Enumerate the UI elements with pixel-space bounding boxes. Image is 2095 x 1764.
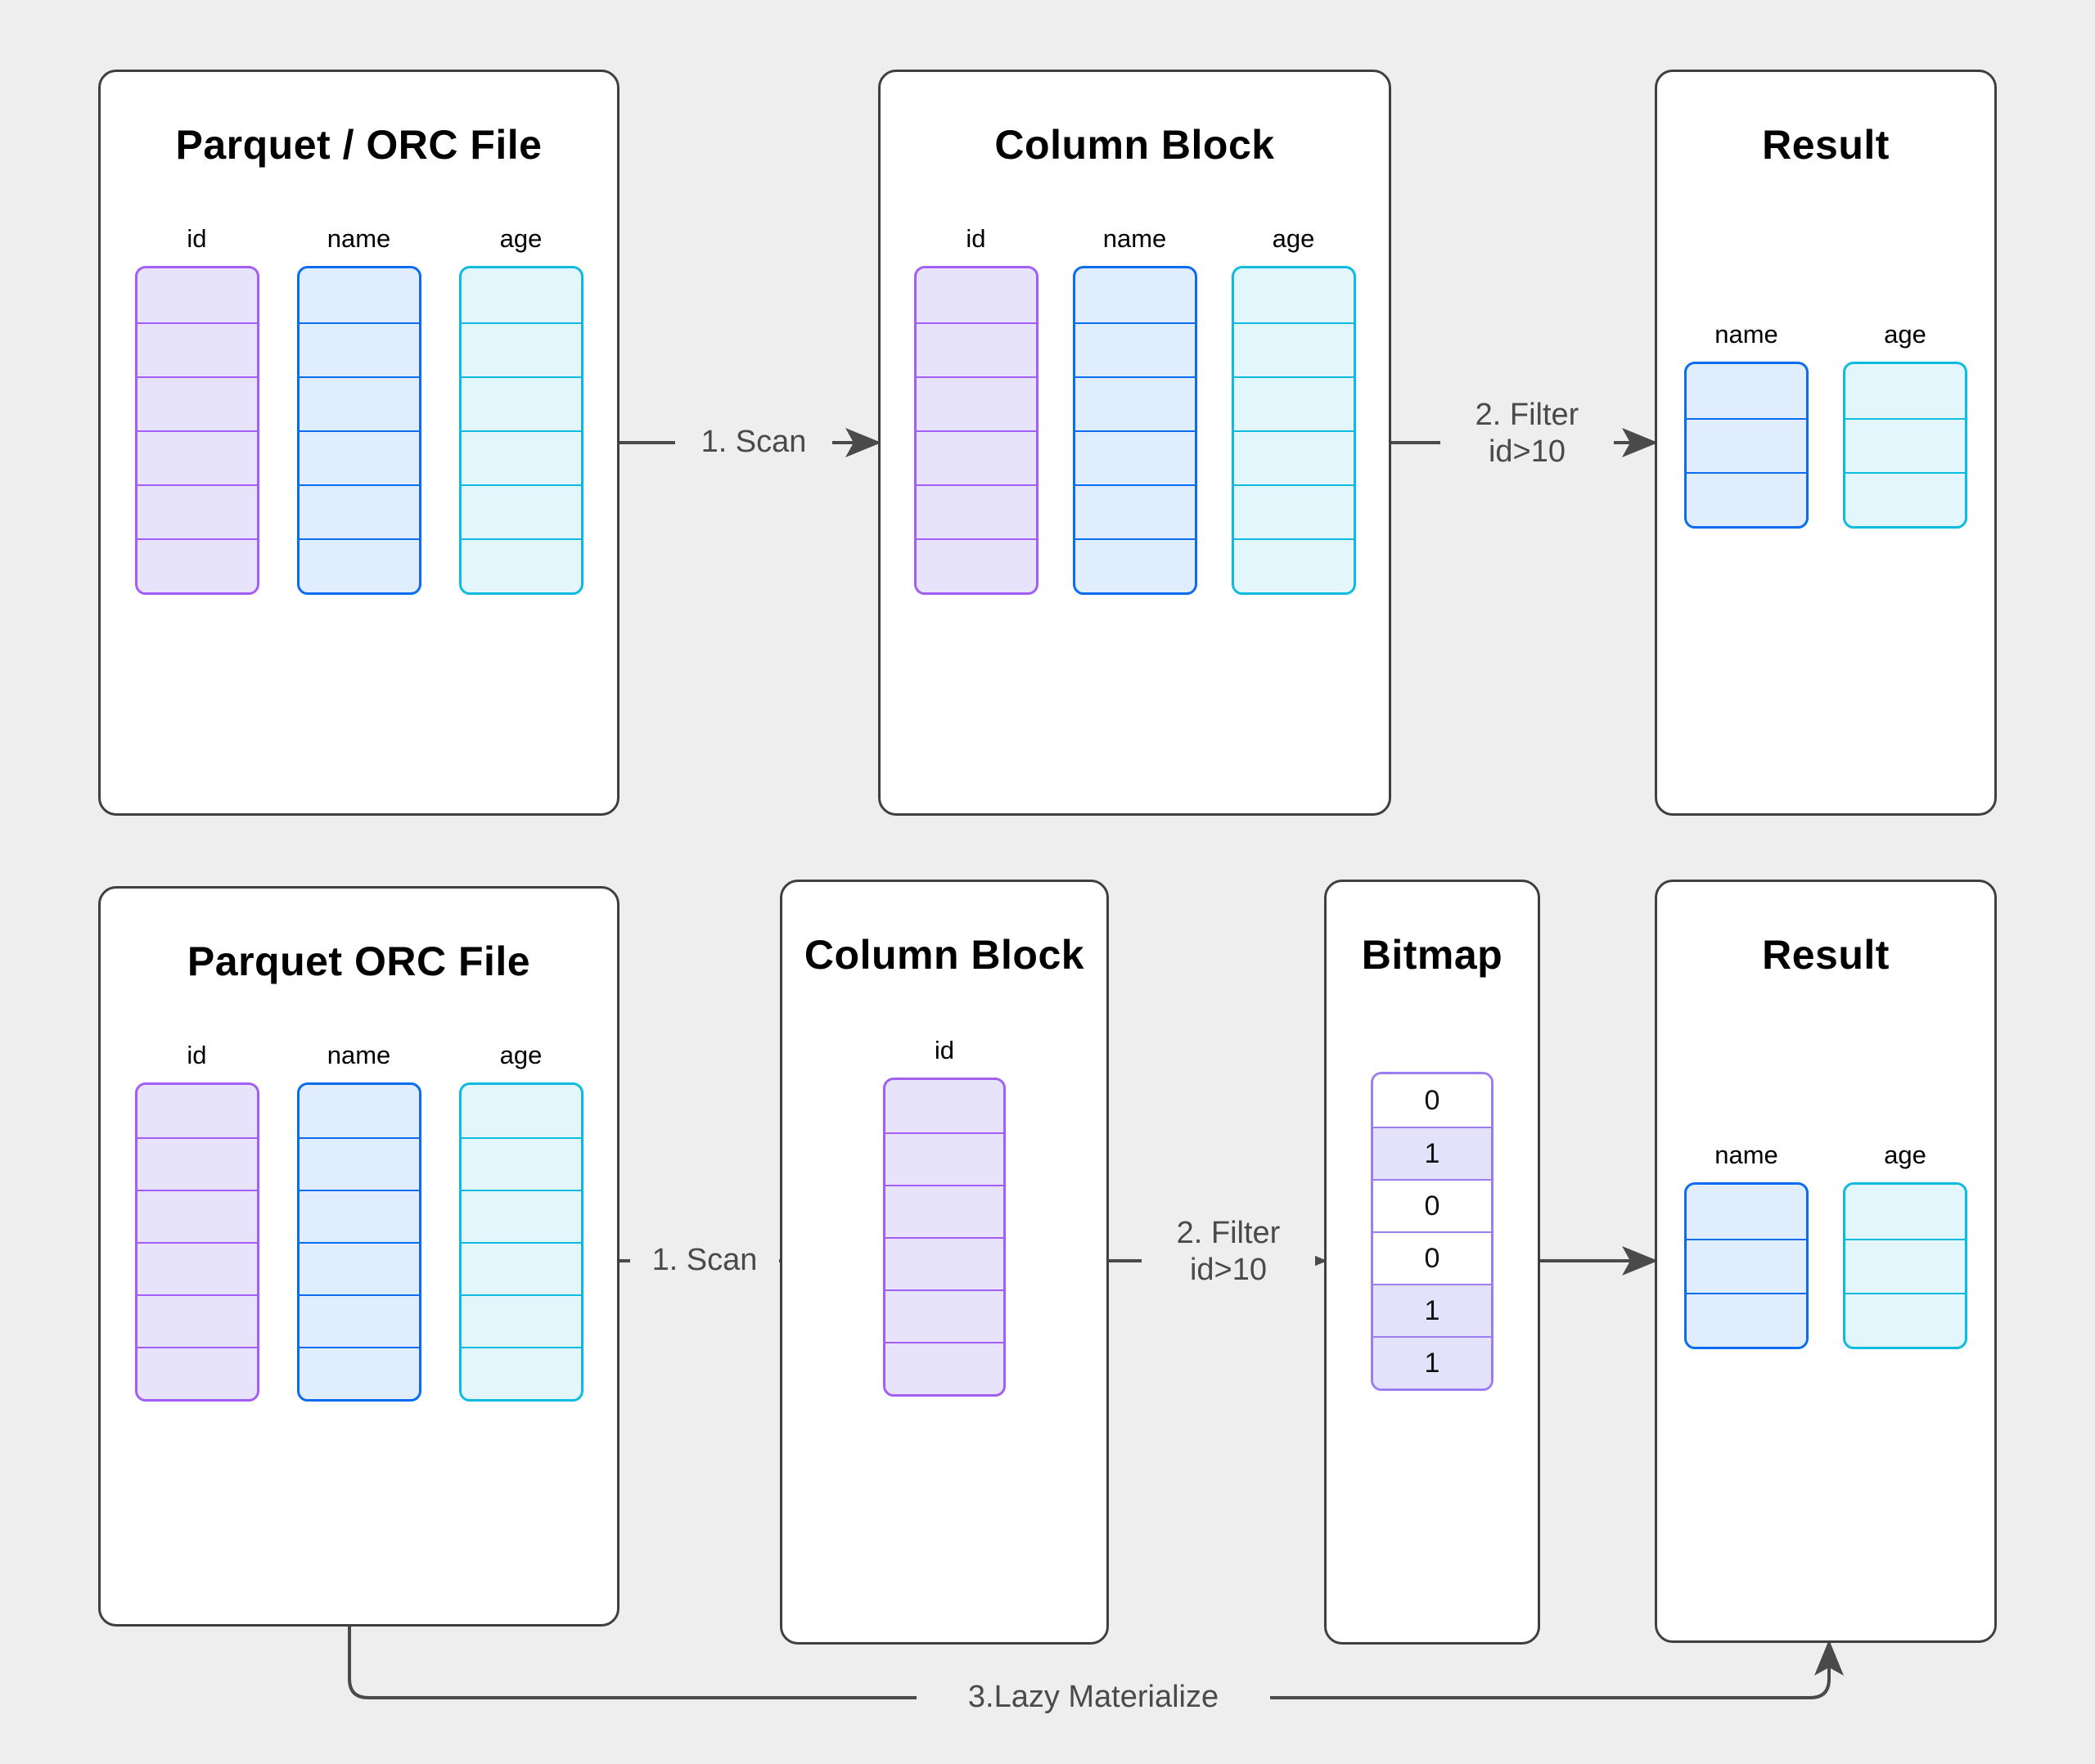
col-cells[interactable] [134, 1082, 259, 1402]
col-label: age [1272, 224, 1315, 253]
col-cells[interactable] [1231, 266, 1356, 595]
panel-title-row2-bitmap: Bitmap [1361, 932, 1503, 978]
column-row1-result-name[interactable]: name [1684, 322, 1809, 529]
col-label: age [499, 1041, 543, 1069]
edge-label-row2-filter: 2. Filter id>10 [1142, 1215, 1315, 1289]
edge-label-row1-filter: 2. Filter id>10 [1440, 397, 1614, 470]
col-cells[interactable] [1684, 362, 1809, 529]
col-label: age [1884, 1141, 1926, 1169]
edge-label-row1-scan: 1. Scan [675, 424, 832, 461]
col-label: id [187, 224, 207, 253]
bitmap-cell: 0 [1373, 1179, 1491, 1231]
panel-title-row2-result: Result [1762, 932, 1890, 978]
col-group-row1-source: id name [125, 226, 592, 595]
column-row1-source-name[interactable]: name [296, 224, 421, 595]
column-row1-block-name[interactable]: name [1072, 224, 1197, 595]
panel-row2-block[interactable]: Column Block id [780, 880, 1109, 1645]
panel-row2-result[interactable]: Result name age [1655, 880, 1997, 1643]
col-group-row2-result: name age [1674, 1142, 1978, 1349]
panel-row1-block[interactable]: Column Block id name [878, 70, 1391, 816]
col-label: name [1102, 224, 1167, 253]
col-cells[interactable] [1843, 1182, 1967, 1349]
col-cells[interactable] [458, 1082, 583, 1402]
col-label: name [1714, 320, 1778, 349]
column-row2-bitmap[interactable]: 0 1 0 0 1 1 [1371, 1072, 1494, 1391]
col-label: name [327, 1041, 391, 1069]
column-row2-source-name[interactable]: name [296, 1041, 421, 1402]
col-cells[interactable] [913, 266, 1038, 595]
edge-label-lazy-materialize: 3.Lazy Materialize [917, 1679, 1270, 1716]
col-cells[interactable] [1072, 266, 1197, 595]
col-group-row2-source: id name [125, 1042, 592, 1402]
col-group-row1-result: name age [1674, 322, 1978, 529]
col-group-row2-bitmap: 0 1 0 0 1 1 [1343, 1072, 1521, 1391]
bitmap-cell: 1 [1373, 1284, 1491, 1336]
panel-title-row2-block: Column Block [804, 932, 1085, 978]
col-cells[interactable] [1684, 1182, 1809, 1349]
column-row2-result-age[interactable]: age [1843, 1142, 1967, 1349]
panel-title-row1-block: Column Block [994, 122, 1275, 168]
panel-row2-source[interactable]: Parquet ORC File id name [98, 886, 619, 1627]
bitmap-cell: 0 [1373, 1231, 1491, 1284]
panel-title-row1-source: Parquet / ORC File [175, 122, 543, 168]
col-cells[interactable] [296, 1082, 421, 1402]
col-group-row1-block: id name [905, 226, 1364, 595]
panel-row2-bitmap[interactable]: Bitmap 0 1 0 0 1 1 [1324, 880, 1540, 1645]
panel-title-row2-source: Parquet ORC File [187, 938, 531, 984]
column-row1-block-id[interactable]: id [913, 224, 1038, 595]
col-cells[interactable] [458, 266, 583, 595]
col-cells[interactable] [883, 1078, 1006, 1397]
col-cells[interactable] [134, 266, 259, 595]
column-row1-block-age[interactable]: age [1231, 224, 1356, 595]
bitmap-cells[interactable]: 0 1 0 0 1 1 [1371, 1072, 1494, 1391]
panel-title-row1-result: Result [1762, 122, 1890, 168]
bitmap-cell: 1 [1373, 1127, 1491, 1179]
col-cells[interactable] [1843, 362, 1967, 529]
column-row2-source-age[interactable]: age [458, 1041, 583, 1402]
col-cells[interactable] [296, 266, 421, 595]
col-group-row2-block: id [799, 1037, 1090, 1397]
col-label: name [327, 224, 391, 253]
bitmap-cell: 0 [1373, 1074, 1491, 1127]
col-label: id [187, 1041, 207, 1069]
col-label: name [1714, 1141, 1778, 1169]
column-row1-source-id[interactable]: id [134, 224, 259, 595]
panel-row1-source[interactable]: Parquet / ORC File id name [98, 70, 619, 816]
column-row1-result-age[interactable]: age [1843, 322, 1967, 529]
column-row1-source-age[interactable]: age [458, 224, 583, 595]
col-label: age [1884, 320, 1926, 349]
column-row2-source-id[interactable]: id [134, 1041, 259, 1402]
col-label: age [499, 224, 543, 253]
edge-label-row2-scan: 1. Scan [630, 1242, 779, 1279]
col-label: id [966, 224, 986, 253]
col-label: id [934, 1036, 955, 1064]
column-row2-block-id[interactable]: id [883, 1037, 1006, 1397]
column-row2-result-name[interactable]: name [1684, 1142, 1809, 1349]
panel-row1-result[interactable]: Result name age [1655, 70, 1997, 816]
bitmap-cell: 1 [1373, 1336, 1491, 1388]
